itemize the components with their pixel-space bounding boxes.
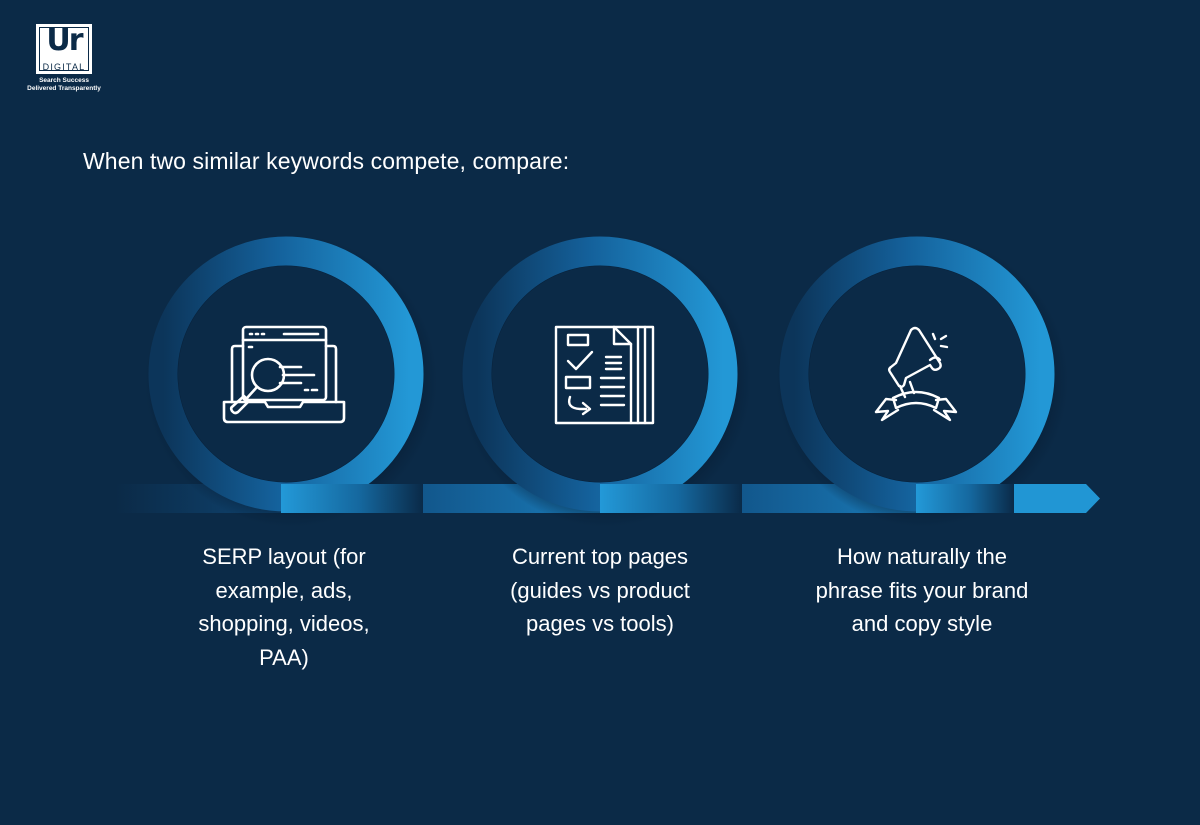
ring-3: [776, 235, 1068, 527]
step-3-line: How naturally the: [837, 544, 1007, 569]
megaphone-ribbon-icon: [874, 326, 958, 422]
band-highlight-1: [281, 484, 423, 513]
tagline-line-2: Delivered Transparently: [27, 85, 101, 92]
step-3-line: phrase fits your brand: [815, 577, 1029, 603]
arrow-head: [1014, 484, 1100, 513]
step-1-line: PAA): [259, 644, 309, 670]
step-2-line: (guides vs product: [510, 577, 690, 603]
step-2-line: pages vs tools): [526, 611, 674, 636]
brand-logo: Ur DIGITAL Search Success Delivered Tran…: [16, 23, 112, 93]
band-highlight-3: [916, 484, 1014, 513]
ring-2: [459, 235, 751, 527]
laptop-search-icon: [222, 325, 346, 424]
step-1-text: SERP layout (for example, ads, shopping,…: [154, 540, 414, 674]
logo-wordmark: DIGITAL: [42, 62, 86, 72]
step-3-text: How naturally the phrase fits your brand…: [776, 540, 1068, 641]
logo-mark: Ur: [46, 23, 83, 58]
band-highlight-2: [600, 484, 742, 513]
ring-1: [145, 235, 437, 527]
step-1-line: shopping, videos,: [198, 611, 370, 636]
checklist-document-icon: [554, 325, 655, 425]
logo-box: Ur DIGITAL: [36, 23, 92, 74]
step-2-line: Current top pages: [511, 544, 689, 569]
headline: When two similar keywords compete, compa…: [83, 148, 570, 174]
step-2-text: Current top pages (guides vs product pag…: [470, 540, 730, 641]
step-1-line: SERP layout (for: [202, 544, 366, 569]
tagline-line-1: Search Success: [39, 77, 89, 84]
brand-tagline: Search Success Delivered Transparently: [16, 77, 112, 93]
step-3-line: and copy style: [851, 611, 993, 636]
step-1-line: example, ads,: [215, 577, 353, 603]
